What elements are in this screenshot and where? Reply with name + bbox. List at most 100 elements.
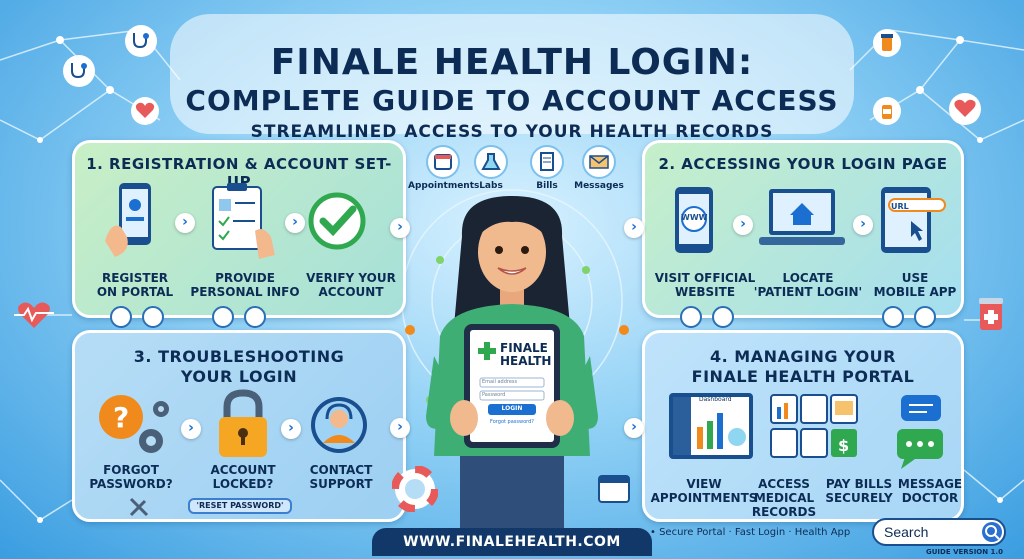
next-arrow-icon: › [285, 213, 305, 233]
step-line: SECURELY [825, 491, 893, 505]
step-line: ACCOUNT [318, 285, 384, 299]
step-line: USE [901, 271, 929, 285]
tablet-url-icon [881, 187, 946, 253]
search-button[interactable] [982, 522, 1002, 542]
url-label: URL [891, 202, 909, 211]
tools-icon [129, 497, 149, 517]
medical-records-icon: $ [770, 394, 858, 458]
support-agent-icon [311, 397, 367, 453]
calendar-icon [598, 475, 630, 503]
next-arrow-icon: › [181, 419, 201, 439]
next-arrow-icon: › [390, 218, 410, 238]
padlock-icon [219, 389, 267, 457]
next-arrow-icon: › [853, 215, 873, 235]
clipboard-form-icon [212, 183, 275, 259]
step-line: REGISTER [101, 271, 169, 285]
home-icon [712, 306, 734, 328]
stethoscope-icon [125, 25, 157, 57]
user-icon [110, 306, 132, 328]
link-icon [914, 306, 936, 328]
www-label: WWW [681, 213, 708, 222]
page-subtitle: STREAMLINED ACCESS TO YOUR HEALTH RECORD… [250, 122, 774, 142]
heart-pulse-icon [131, 97, 159, 125]
checkmark-icon [308, 192, 366, 250]
step-line: FORGOT [103, 463, 159, 477]
step-label: VISIT OFFICIAL WEBSITE [649, 271, 761, 299]
step-label: REGISTER ON PORTAL [85, 271, 185, 299]
phone-web-icon [675, 187, 713, 253]
step-line: MESSAGE [897, 477, 963, 491]
phone-register-icon [105, 183, 151, 257]
pill-bottle-icon [873, 97, 901, 125]
step-line: ON PORTAL [96, 285, 174, 299]
step-line: ACCOUNT [210, 463, 276, 477]
step-line: MEDICAL [753, 491, 815, 505]
step-label: FORGOT PASSWORD? [79, 463, 183, 491]
form-icon [212, 306, 234, 328]
password-input[interactable]: Password [482, 392, 506, 398]
header-banner [170, 14, 854, 134]
receipt-icon [530, 145, 564, 179]
next-arrow-icon: › [390, 418, 410, 438]
next-arrow-icon: › [624, 418, 644, 438]
step-line: VISIT OFFICIAL [654, 271, 756, 285]
step-label: PROVIDE PERSONAL INFO [185, 271, 305, 299]
step-line: 'PATIENT LOGIN' [753, 285, 863, 299]
heart-pulse-icon [14, 302, 54, 328]
stethoscope-icon [63, 55, 95, 87]
section-title: 3. TROUBLESHOOTING [133, 347, 345, 366]
step-line: DOCTOR [901, 491, 959, 505]
step-line: LOCKED? [212, 477, 274, 491]
step-line: CONTACT [309, 463, 373, 477]
feature-label: Bills [536, 181, 558, 191]
step-line: VIEW [686, 477, 722, 491]
calendar-icon [426, 145, 460, 179]
step-line: PROVIDE [215, 271, 275, 285]
version-label: GUIDE VERSION 1.0 [926, 548, 1003, 556]
medicine-bottle-icon [979, 298, 1003, 330]
search-input[interactable]: Search [872, 518, 1006, 546]
envelope-icon [582, 145, 616, 179]
section-troubleshooting: 3. TROUBLESHOOTING YOUR LOGIN ? › › FORG… [72, 330, 406, 522]
dashboard-label: Dashboard [699, 396, 732, 403]
login-button[interactable]: LOGIN [501, 405, 523, 412]
reset-password-button[interactable]: 'RESET PASSWORD' [188, 498, 292, 514]
feature-label: Appointments [408, 181, 480, 191]
step-label: USE MOBILE APP [867, 271, 963, 299]
step-line: WEBSITE [674, 285, 736, 299]
dashboard-icon [669, 393, 753, 459]
step-line: SUPPORT [309, 477, 373, 491]
next-arrow-icon: › [175, 213, 195, 233]
chat-bubbles-icon [897, 395, 943, 469]
section-title-line2: YOUR LOGIN [180, 367, 298, 386]
search-placeholder: Search [884, 524, 929, 540]
svg-text:?: ? [113, 401, 129, 434]
step-label: LOCATE 'PATIENT LOGIN' [753, 271, 863, 299]
globe-icon [680, 306, 702, 328]
lifebuoy-icon [392, 466, 438, 512]
question-gears-icon: ? [99, 395, 169, 453]
medicine-bottle-icon [873, 29, 901, 57]
step-line: PERSONAL INFO [190, 285, 300, 299]
forgot-password-link[interactable]: Forgot password? [490, 419, 534, 425]
svg-text:$: $ [838, 436, 849, 455]
laptop-home-icon [759, 189, 845, 245]
section-managing-portal: 4. MANAGING YOUR FINALE HEALTH PORTAL Da… [642, 330, 964, 522]
next-arrow-icon: › [281, 419, 301, 439]
email-input[interactable]: Email address [482, 379, 518, 385]
step-line: APPOINTMENTS [650, 491, 758, 505]
step-line: ACCESS [758, 477, 810, 491]
section-title: 4. MANAGING YOUR [710, 347, 896, 366]
tablet-brand: FINALE HEALTH [500, 342, 551, 368]
key-icon [882, 306, 904, 328]
website-url[interactable]: WWW.FINALEHEALTH.COM [372, 528, 652, 556]
feature-label: Labs [479, 181, 503, 191]
tagline: • Secure Portal · Fast Login · Health Ap… [650, 527, 851, 538]
step-line: LOCATE [782, 271, 834, 285]
section-accessing-login: 2. ACCESSING YOUR LOGIN PAGE WWW › › URL… [642, 140, 964, 318]
page-title: FINALE HEALTH LOGIN: [270, 42, 754, 83]
step-label: VIEW APPOINTMENTS [649, 477, 759, 505]
step-label: ACCESS MEDICAL RECORDS [749, 477, 819, 519]
step-label: MESSAGE DOCTOR [895, 477, 965, 505]
header: FINALE HEALTH LOGIN: COMPLETE GUIDE TO A… [170, 14, 854, 144]
